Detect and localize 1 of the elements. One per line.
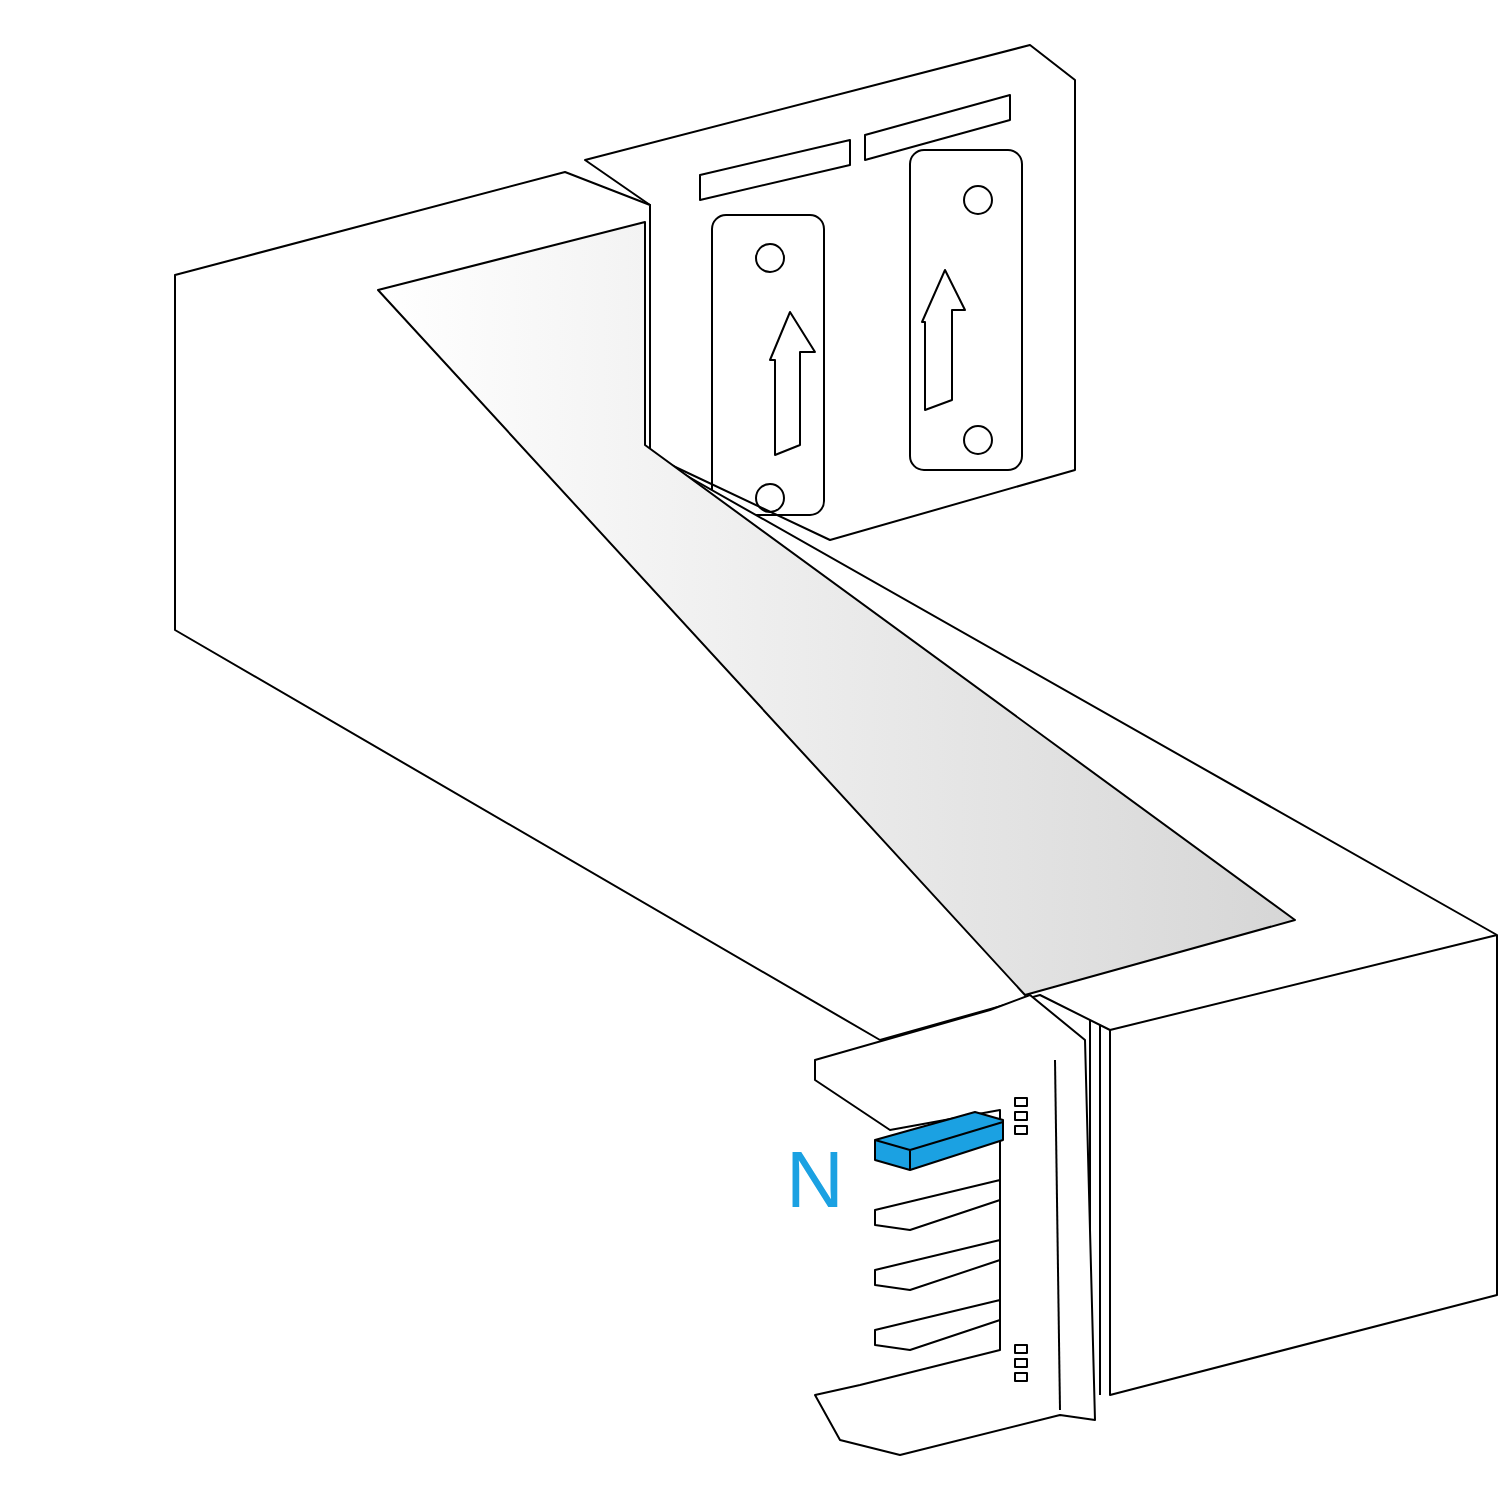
phase-label: N — [786, 1140, 844, 1220]
